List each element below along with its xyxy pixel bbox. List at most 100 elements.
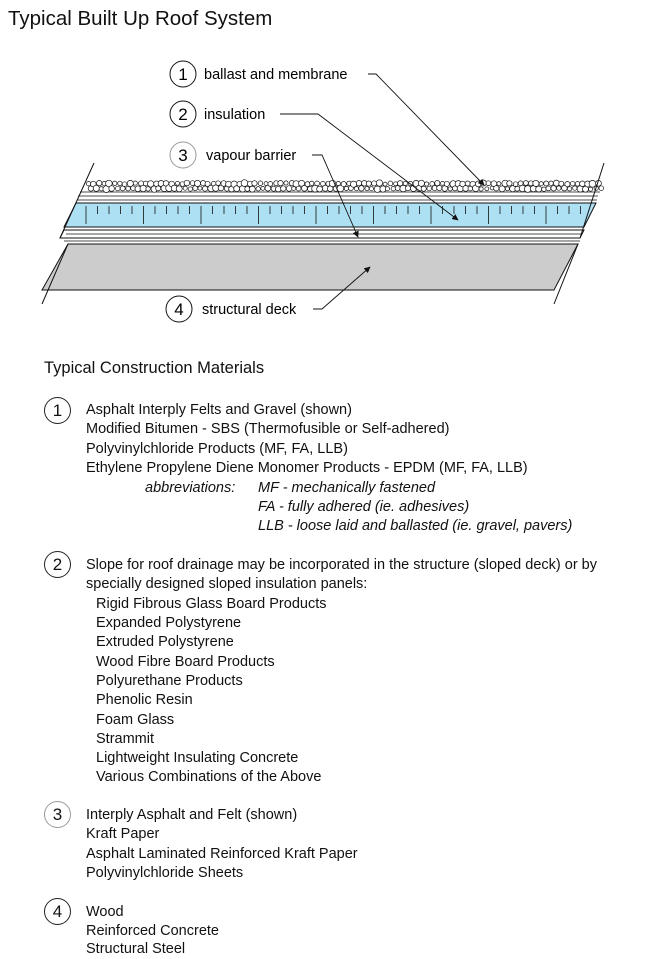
gravel-stone [340, 181, 347, 188]
gravel-stone [251, 180, 258, 187]
gravel-ballast [86, 179, 604, 193]
gravel-stone [285, 185, 293, 192]
gravel-stone [295, 185, 302, 192]
gravel-stone [548, 180, 554, 186]
gravel-stone [275, 185, 282, 193]
page-title: Typical Built Up Roof System [8, 7, 273, 30]
materials-4-number: 4 [44, 898, 71, 925]
deck-right-edge [553, 243, 579, 305]
materials-2-item: Strammit [96, 731, 154, 747]
gravel-stone [108, 185, 115, 192]
insulation-board-joints [85, 206, 581, 224]
roof-left-edge [59, 162, 95, 239]
gravel-stone [545, 185, 552, 192]
materials-1-line: Asphalt Interply Felts and Gravel (shown… [86, 402, 352, 418]
gravel-stone [564, 181, 571, 188]
gravel-stone [86, 181, 92, 187]
gravel-stone [405, 185, 411, 192]
roof-section-diagram: 1 ballast and membrane 2 insulation 3 va… [41, 60, 605, 323]
materials-2-line: Slope for roof drainage may be incorpora… [86, 557, 597, 573]
gravel-stone [309, 180, 315, 186]
gravel-stone [420, 185, 427, 192]
gravel-stone [217, 184, 225, 192]
gravel-stone [316, 185, 323, 193]
gravel-stone [570, 180, 576, 187]
gravel-stone [588, 186, 593, 192]
materials-2-item: Phenolic Resin [96, 692, 193, 708]
gravel-stone [202, 185, 209, 192]
gravel-stone [204, 180, 211, 187]
gravel-stone [382, 181, 388, 187]
abbreviation-fa: FA - fully adhered (ie. adhesives) [258, 499, 470, 515]
gravel-stone [436, 185, 443, 191]
gravel-stone [375, 179, 383, 187]
callout-4-number: 4 [174, 300, 183, 319]
gravel-stone [355, 180, 363, 187]
gravel-stone [240, 179, 249, 187]
roof-right-edge [579, 162, 605, 239]
materials-2-item: Wood Fibre Board Products [96, 654, 275, 670]
gravel-stone [572, 185, 578, 191]
callout-4-label: structural deck [202, 302, 297, 318]
callout-3-label: vapour barrier [206, 148, 296, 164]
materials-1-line: Polyvinylchloride Products (MF, FA, LLB) [86, 441, 348, 457]
gravel-stone [424, 181, 430, 187]
gravel-stone [556, 185, 562, 191]
materials-4-line: Reinforced Concrete [86, 923, 219, 939]
gravel-stone [543, 180, 550, 187]
gravel-stone [215, 180, 221, 186]
gravel-stone [280, 185, 287, 192]
gravel-stone [553, 179, 560, 187]
gravel-stone [105, 179, 113, 188]
gravel-stone [291, 186, 297, 191]
gravel-stone [248, 185, 256, 193]
gravel-stone [598, 185, 604, 191]
gravel-stone [558, 180, 565, 187]
gravel-stone [187, 186, 193, 192]
gravel-stone [480, 179, 487, 187]
gravel-stone [478, 186, 484, 192]
materials-2-item: Lightweight Insulating Concrete [96, 750, 299, 766]
gravel-stone [417, 179, 425, 187]
gravel-stone [364, 186, 370, 192]
materials-3-line: Asphalt Laminated Reinforced Kraft Paper [86, 846, 358, 862]
gravel-stone [390, 186, 396, 192]
gravel-stone [393, 181, 398, 187]
gravel-stone [426, 185, 432, 192]
gravel-stone [588, 180, 597, 188]
gravel-stone [538, 181, 544, 187]
callout-2: 2 insulation [169, 100, 459, 221]
gravel-stone [523, 180, 529, 186]
gravel-stone [121, 181, 128, 187]
gravel-stone [130, 185, 136, 191]
gravel-stone [283, 180, 289, 186]
gravel-stone [155, 185, 162, 192]
materials-2-item: Various Combinations of the Above [96, 769, 322, 785]
gravel-stone [260, 186, 266, 191]
materials-3-line: Polyvinylchloride Sheets [86, 865, 244, 881]
gravel-stone [506, 180, 513, 187]
callout-1-number: 1 [178, 65, 187, 84]
materials-3-line: Interply Asphalt and Felt (shown) [86, 807, 298, 823]
gravel-stone [343, 186, 349, 191]
gravel-stone [496, 181, 502, 186]
gravel-stone [368, 186, 374, 192]
materials-1-line: Modified Bitumen - SBS (Thermofusible or… [86, 421, 450, 437]
materials-2-item: Foam Glass [96, 712, 175, 728]
callout-3-circle [169, 141, 197, 169]
gravel-stone [182, 185, 188, 191]
materials-1-line: Ethylene Propylene Diene Monomer Product… [86, 460, 528, 476]
callout-3-number: 3 [178, 146, 187, 165]
materials-2-line: specially designed sloped insulation pan… [86, 576, 368, 592]
callout-1: 1 ballast and membrane [169, 60, 485, 186]
gravel-stone [139, 184, 147, 193]
gravel-stone [358, 185, 365, 192]
gravel-stone [394, 185, 401, 191]
gravel-stone [125, 185, 131, 192]
gravel-stone [541, 186, 547, 192]
structural-deck-layer [41, 243, 579, 291]
gravel-stone [485, 180, 492, 186]
materials-2-item: Polyurethane Products [96, 673, 243, 689]
gravel-stone [550, 185, 557, 192]
gravel-stone [402, 180, 408, 186]
